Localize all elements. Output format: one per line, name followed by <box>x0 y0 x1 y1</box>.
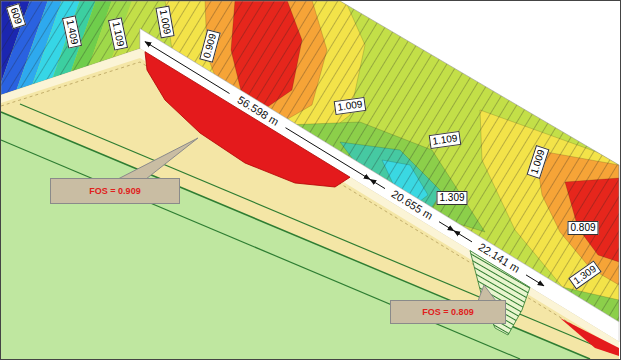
dimension-line <box>439 222 454 231</box>
contour-value: 1.009 <box>527 145 550 179</box>
contour-value: 1.009 <box>155 6 174 39</box>
contour-value: 1.309 <box>436 191 467 205</box>
dimension: 56.598 m <box>233 92 282 129</box>
dimension-line <box>454 231 472 242</box>
callout-pointer <box>478 285 496 301</box>
callout-box: FOS = 0.909 <box>50 178 180 204</box>
fos-value: FOS = 0.909 <box>89 186 140 197</box>
soil-layer <box>1 49 619 359</box>
callout-box: FOS = 0.809 <box>390 300 506 324</box>
layer-boundary <box>1 140 520 359</box>
contour-value: 1.009 <box>334 97 367 115</box>
contour-value: 0.809 <box>567 221 598 235</box>
layer-boundary <box>1 62 619 353</box>
dimension-line <box>370 179 385 188</box>
contour-value: 1.409 <box>62 15 82 48</box>
dimension: 20.655 m <box>387 187 436 224</box>
contour-value: 1.109 <box>429 131 462 149</box>
contour-value: 0.909 <box>199 29 221 63</box>
dimension-line <box>526 275 544 286</box>
slip-wedge <box>560 318 619 356</box>
layer-boundary <box>20 104 610 352</box>
dimension-line <box>286 128 371 180</box>
dimension: 22.141 m <box>474 240 523 277</box>
contour-value: 1.309 <box>568 260 601 289</box>
callout-pointer <box>118 138 198 179</box>
fos-value: FOS = 0.809 <box>422 307 473 318</box>
slip-surface <box>145 52 350 187</box>
dimension-line <box>145 42 230 94</box>
contour-value: 609 <box>6 3 26 29</box>
contour-value: 1.109 <box>108 17 128 50</box>
